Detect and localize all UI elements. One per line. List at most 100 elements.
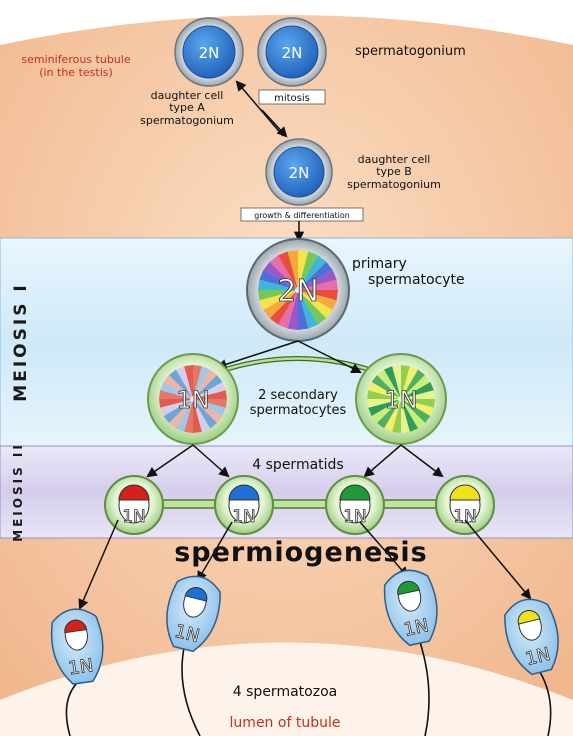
secondary-right-nucleus-wedge (401, 390, 435, 399)
acrosome-cap (64, 619, 88, 634)
secondary-left-nucleus-wedge (193, 382, 226, 399)
arrow-to-spermatid-3 (363, 444, 402, 478)
daughter-b-line3: spermatogonium (347, 178, 441, 191)
secondary-left-nucleus-wedge (193, 399, 227, 408)
secondary-right-ploidy: 1N (384, 386, 417, 414)
acrosome-cap (184, 587, 208, 602)
sperm-4: 1N (504, 598, 559, 736)
secondary-left-nucleus-wedge (160, 399, 193, 416)
secondary-right-nucleus-wedge (401, 399, 434, 416)
daughter-b-line2: type B (376, 165, 412, 178)
primary-nucleus-wedge (258, 290, 298, 301)
mitosis-box (258, 89, 326, 105)
primary-nucleus-wedge (278, 251, 298, 290)
primary-nucleus-wedge (263, 261, 298, 290)
primary-nucleus-wedge (298, 261, 333, 290)
secondary-left-nucleus-wedge (159, 399, 193, 408)
tubule-label-line2: (in the testis) (39, 66, 113, 79)
mitosis-label: mitosis (274, 93, 310, 104)
tubule-label-line1: seminiferous tubule (21, 53, 130, 66)
daughter-a-line2: type A (169, 101, 205, 114)
secondary-left-nucleus-wedge (193, 399, 226, 416)
lumen-region (0, 642, 573, 736)
spermatogonium-label: spermatogonium (355, 44, 466, 59)
spermatid-ploidy: 1N (232, 507, 256, 527)
primary-spermatocyte: 2N (246, 238, 350, 342)
secondary-right-nucleus-wedge (401, 374, 431, 399)
primary-nucleus-wedge (259, 290, 298, 310)
primary-nucleus-wedge (298, 290, 333, 319)
meiosis-2-label: MEIOSIS II (11, 442, 25, 542)
secondary-left-nucleus-wedge (176, 366, 193, 399)
sperm-ploidy: 1N (67, 655, 95, 679)
sperm-tail (65, 681, 79, 736)
arrow-to-sperm-3 (359, 521, 409, 578)
secondary-right-nucleus-wedge (368, 382, 401, 399)
primary-nucleus-wedge (298, 290, 309, 330)
spermatid-ploidy: 1N (122, 507, 146, 527)
arrow-to-spermatid-2 (192, 444, 230, 478)
secondary-left-nucleus-wedge (168, 369, 193, 399)
arrow-to-spermatid-4 (400, 444, 444, 478)
primary-nucleus-wedge (287, 250, 298, 290)
spermatid-ploidy: 1N (453, 507, 477, 527)
spermatogonium-a-ploidy: 2N (199, 44, 220, 62)
primary-nucleus-wedge (278, 290, 298, 329)
primary-nucleus-wedge (263, 290, 298, 319)
secondary-line2: spermatocytes (250, 403, 347, 418)
arrow-to-daughter-b (261, 109, 288, 138)
sperm-3: 1N (383, 569, 438, 736)
secondary-right-nucleus-wedge (384, 366, 401, 399)
secondary-right-nucleus-wedge (401, 399, 435, 408)
secondary-right-nucleus-wedge (401, 369, 426, 399)
arrow-to-secondary-left (216, 340, 299, 370)
spermatid-group: 1N 1N 1N 1N (104, 475, 495, 535)
secondary-left-nucleus-wedge (193, 365, 202, 399)
spermatid-1: 1N (104, 475, 164, 535)
secondary-right-nucleus-wedge (367, 399, 401, 408)
secondary-left-nucleus-wedge (193, 399, 223, 424)
primary-line1: primary (352, 256, 407, 272)
acrosome-cap (228, 484, 260, 501)
sperm-1: 1N (50, 608, 104, 736)
secondary-right-nucleus-wedge (376, 399, 401, 429)
primary-nucleus-wedge (298, 251, 318, 290)
arrow-to-daughter-a (235, 80, 284, 137)
growth-box (240, 207, 364, 222)
spermatozoa-label: 4 spermatozoa (233, 684, 337, 700)
secondary-left-nucleus-wedge (193, 399, 210, 432)
daughter-a-line3: spermatogonium (140, 114, 234, 127)
spermatid-ploidy: 1N (343, 507, 367, 527)
secondary-left-ploidy: 1N (176, 386, 209, 414)
secondary-left-nucleus-center (190, 396, 196, 402)
secondary-right-nucleus-wedge (401, 399, 431, 424)
primary-nucleus-wedge (269, 290, 298, 325)
spermiogenesis-label: spermiogenesis (174, 537, 428, 568)
primary-nucleus-wedge (269, 255, 298, 290)
arrow-to-secondary-right (297, 340, 362, 373)
secondary-left-nucleus-wedge (184, 365, 193, 399)
secondary-left-nucleus-wedge (193, 399, 218, 429)
arrow-to-sperm-1 (78, 519, 119, 610)
sperm-tail (181, 647, 201, 736)
secondary-left-nucleus-wedge (160, 382, 193, 399)
spermatid-bridges (159, 499, 440, 509)
daughter-b-cell: 2N (265, 138, 333, 206)
secondary-left-nucleus-wedge (193, 366, 210, 399)
secondary-right-nucleus-wedge (371, 374, 401, 399)
acrosome-cap (339, 484, 371, 501)
spermatogonium-b-ploidy: 2N (282, 44, 303, 62)
secondary-left-nucleus-wedge (163, 374, 193, 399)
secondary-right-nucleus-wedge (401, 399, 410, 433)
secondary-right-nucleus-wedge (392, 399, 401, 433)
secondary-right-nucleus-wedge (392, 365, 401, 399)
primary-nucleus-wedge (298, 270, 337, 290)
primary-ploidy: 2N (277, 274, 319, 309)
sperm-2: 1N (166, 575, 221, 736)
primary-line2: spermatocyte (368, 272, 465, 288)
secondary-spermatocyte-right: 1N (355, 353, 447, 445)
primary-nucleus-wedge (298, 250, 309, 290)
arrow-to-spermatid-1 (146, 444, 194, 478)
